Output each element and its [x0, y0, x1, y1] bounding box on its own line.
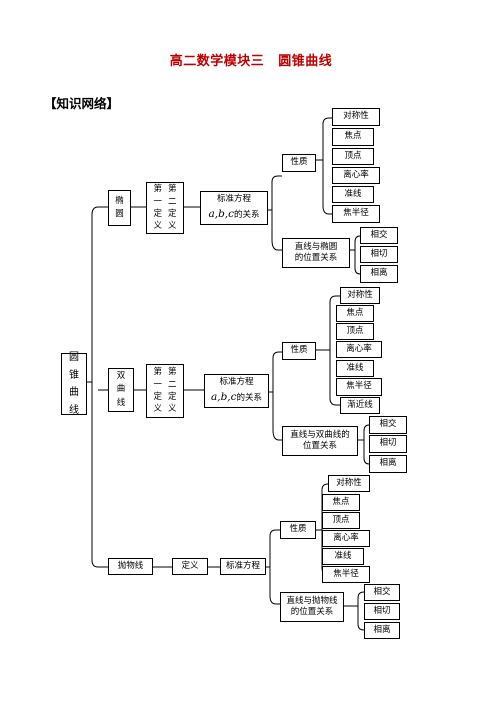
section-heading: 【知识网络】 — [44, 96, 120, 111]
ellipse-prop-item: 对称性 — [332, 108, 380, 126]
parabola-pos-item: 相切 — [364, 603, 400, 620]
hyperbola-prop-item: 对称性 — [340, 287, 380, 304]
parabola-node: 抛物线 — [108, 558, 153, 575]
ellipse-standard-equation: 标准方程 a,b,c的关系 — [200, 191, 268, 225]
hyperbola-line-position: 直线与双曲线的位置关系 — [282, 426, 358, 456]
hyperbola-pos-item: 相交 — [369, 416, 407, 434]
hyperbola-prop-item: 焦半径 — [336, 378, 382, 396]
hyperbola-pos-item: 相离 — [369, 455, 407, 473]
ellipse-prop-item: 准线 — [332, 186, 374, 203]
parabola-prop-item: 顶点 — [322, 512, 360, 529]
parabola-prop-item: 准线 — [322, 548, 364, 565]
hyperbola-properties: 性质 — [282, 342, 316, 360]
parabola-standard-equation: 标准方程 — [220, 558, 266, 575]
parabola-pos-item: 相离 — [364, 622, 400, 639]
hyperbola-standard-equation: 标准方程 a,b,c的关系 — [204, 374, 269, 408]
ellipse-properties: 性质 — [282, 154, 316, 172]
hyperbola-definitions: 第一定义 第二定义 — [146, 364, 184, 418]
hyperbola-node: 双曲线 — [108, 368, 134, 412]
parabola-line-position: 直线与抛物线的位置关系 — [280, 592, 344, 622]
hyperbola-prop-item: 离心率 — [336, 341, 382, 358]
ellipse-node: 椭圆 — [108, 190, 131, 226]
parabola-prop-item: 对称性 — [328, 475, 370, 492]
hyperbola-prop-item: 焦点 — [336, 305, 374, 322]
parabola-prop-item: 焦半径 — [322, 566, 370, 583]
ellipse-prop-item: 顶点 — [332, 148, 374, 165]
hyperbola-prop-item: 渐近线 — [340, 397, 380, 414]
page-title: 高二数学模块三圆锥曲线 — [169, 54, 333, 69]
ellipse-pos-item: 相离 — [360, 265, 398, 283]
ellipse-prop-item: 焦半径 — [332, 205, 380, 223]
hyperbola-prop-item: 顶点 — [336, 323, 374, 340]
root-conic-sections: 圆锥曲线 — [61, 352, 87, 416]
ellipse-pos-item: 相交 — [360, 227, 398, 244]
ellipse-pos-item: 相切 — [360, 246, 398, 263]
ellipse-definitions: 第一定义 第二定义 — [146, 182, 184, 234]
parabola-properties: 性质 — [280, 521, 316, 539]
ellipse-line-position: 直线与椭圆的位置关系 — [282, 238, 350, 268]
parabola-pos-item: 相交 — [364, 584, 400, 601]
hyperbola-prop-item: 准线 — [336, 360, 374, 377]
ellipse-prop-item: 离心率 — [332, 167, 380, 184]
hyperbola-pos-item: 相切 — [369, 435, 407, 453]
ellipse-prop-item: 焦点 — [332, 128, 374, 146]
parabola-definition: 定义 — [172, 558, 208, 575]
parabola-prop-item: 离心率 — [322, 530, 370, 547]
parabola-prop-item: 焦点 — [322, 494, 360, 511]
